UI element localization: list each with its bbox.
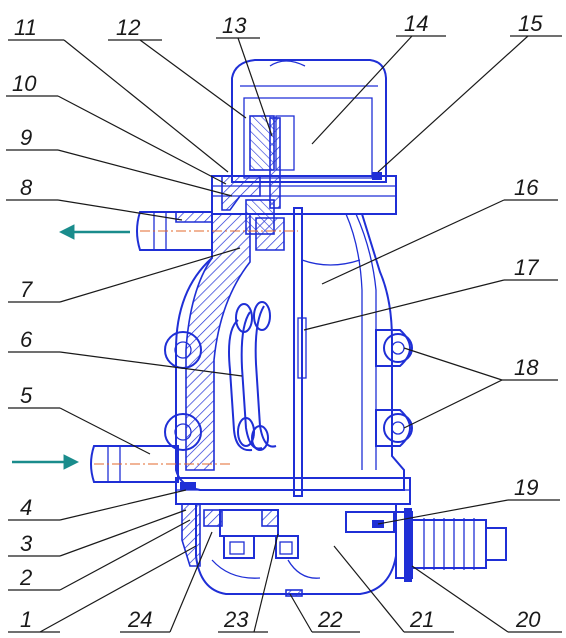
callout-18: 18	[514, 355, 539, 380]
callout-14: 14	[404, 11, 428, 36]
device-body	[90, 59, 507, 597]
callout-12: 12	[116, 15, 140, 40]
callout-labels: 11 12 13 14 15 10 9 8 16 17 7 6 18 5 19 …	[12, 11, 543, 632]
callout-1: 1	[20, 607, 32, 632]
callout-8: 8	[20, 175, 33, 200]
callout-15: 15	[518, 11, 543, 36]
callout-11: 11	[14, 15, 37, 40]
callout-10: 10	[12, 71, 37, 96]
callout-24: 24	[127, 607, 152, 632]
callout-6: 6	[20, 327, 33, 352]
callout-4: 4	[20, 495, 32, 520]
callout-7: 7	[20, 277, 33, 302]
callout-2: 2	[19, 565, 32, 590]
callout-22: 22	[317, 607, 342, 632]
callout-13: 13	[222, 13, 247, 38]
callout-5: 5	[20, 383, 33, 408]
callout-9: 9	[20, 125, 32, 150]
callout-17: 17	[514, 255, 539, 280]
callout-19: 19	[514, 475, 538, 500]
callout-23: 23	[223, 607, 249, 632]
callout-20: 20	[515, 607, 541, 632]
leader-lines	[6, 35, 562, 633]
flow-arrows	[12, 224, 130, 470]
callout-3: 3	[20, 531, 33, 556]
callout-21: 21	[409, 607, 434, 632]
callout-16: 16	[514, 175, 539, 200]
